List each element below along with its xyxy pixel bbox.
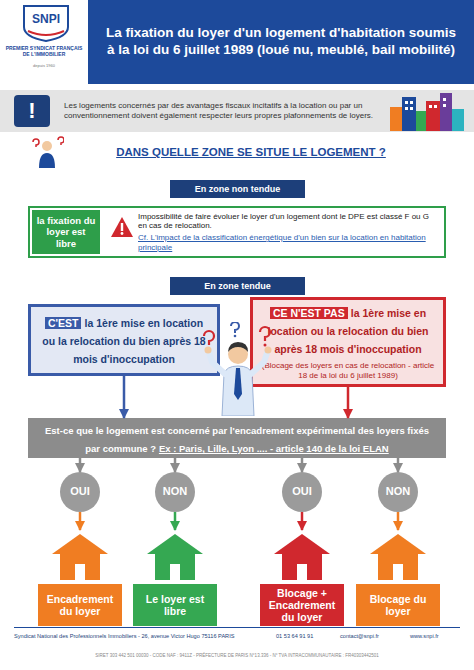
condition-box: CE N'EST PASla 1ère mise en location ou … bbox=[250, 297, 446, 387]
answer-label: OUI bbox=[292, 485, 312, 498]
flow-arrow bbox=[79, 512, 82, 530]
result-label: Le loyer est libre bbox=[133, 584, 217, 626]
house-icons bbox=[0, 530, 474, 584]
zone-label: En zone tendue bbox=[204, 281, 271, 292]
footer-phone: 01 53 64 91 91 bbox=[276, 631, 334, 641]
footer-rule bbox=[14, 626, 460, 629]
answer-circle: NON bbox=[155, 472, 195, 512]
reference-link: Cf. L'impact de la classification énergé… bbox=[138, 233, 436, 252]
thinking-figure bbox=[30, 136, 64, 168]
answer-label: NON bbox=[386, 485, 410, 498]
icon-mark: ! bbox=[28, 98, 35, 124]
logo-tagline: PREMIER SYNDICAT FRANÇAIS DE L'IMMOBILIE… bbox=[2, 44, 86, 60]
condition-box: C'ESTla 1ère mise en location ou la relo… bbox=[28, 304, 220, 376]
highlight-tag: C'EST bbox=[45, 317, 82, 329]
warning-text: Impossibilité de faire évoluer le loyer … bbox=[138, 212, 436, 231]
info-icon: ! bbox=[14, 95, 50, 127]
flow-arrow bbox=[301, 512, 304, 530]
footer-legal: SIRET 303 442 501 00030 - CODE NAF : 941… bbox=[14, 651, 460, 660]
answer-circle: OUI bbox=[282, 472, 322, 512]
result-box: la fixation du loyer est libre bbox=[32, 210, 100, 254]
footer-website: www.snpi.fr bbox=[410, 631, 462, 641]
person-illustration bbox=[198, 322, 278, 416]
logo-date: depuis 1960 bbox=[2, 62, 86, 70]
zone-label: En zone non tendue bbox=[195, 184, 281, 195]
flow-arrow bbox=[174, 458, 177, 472]
flow-arrow bbox=[301, 458, 304, 472]
flow-arrow bbox=[174, 512, 177, 530]
answer-circle: NON bbox=[378, 472, 418, 512]
flow-arrow bbox=[397, 512, 400, 530]
result-text: la fixation du loyer est libre bbox=[36, 215, 96, 249]
warning-symbol bbox=[110, 216, 134, 238]
flow-arrow bbox=[397, 458, 400, 472]
question-band: Est-ce que le logement est concerné par … bbox=[28, 418, 446, 458]
rule-box: Impossibilité de faire évoluer le loyer … bbox=[28, 206, 446, 258]
buildings-illustration bbox=[388, 93, 466, 131]
highlight-tag: CE N'EST PAS bbox=[270, 307, 348, 319]
question-heading: DANS QUELLE ZONE SE SITUE LE LOGEMENT ? bbox=[66, 144, 436, 162]
note-text: (Blocage des loyers en cas de relocation… bbox=[261, 361, 435, 380]
result-label: Blocage + Encadrement du loyer bbox=[260, 584, 344, 626]
footer-address: Syndicat National des Professionnels Imm… bbox=[14, 631, 272, 641]
result-label: Blocage du loyer bbox=[356, 584, 440, 626]
text-line: CE N'EST PASla 1ère mise en location ou … bbox=[261, 303, 435, 357]
flow-arrow bbox=[79, 458, 82, 472]
zone-band: En zone tendue bbox=[170, 277, 305, 295]
result-label: Encadrement du loyer bbox=[38, 584, 122, 626]
zone-band: En zone non tendue bbox=[170, 180, 305, 198]
text-line: C'ESTla 1ère mise en location ou la relo… bbox=[41, 313, 207, 367]
flow-arrow bbox=[347, 387, 350, 418]
page-title: La fixation du loyer d'un logement d'hab… bbox=[88, 0, 474, 84]
example-link: Ex : Paris, Lille, Lyon .... - article 1… bbox=[159, 443, 389, 454]
text-line: Est-ce que le logement est concerné par … bbox=[38, 420, 436, 456]
logo-text: SNPI bbox=[22, 12, 70, 28]
answer-label: OUI bbox=[70, 485, 90, 498]
footer-email: contact@snpi.fr bbox=[340, 631, 404, 641]
answer-circle: OUI bbox=[60, 472, 100, 512]
answer-label: NON bbox=[163, 485, 187, 498]
flow-arrow bbox=[123, 376, 126, 418]
note-text: Les logements concernés par des avantage… bbox=[64, 101, 378, 120]
